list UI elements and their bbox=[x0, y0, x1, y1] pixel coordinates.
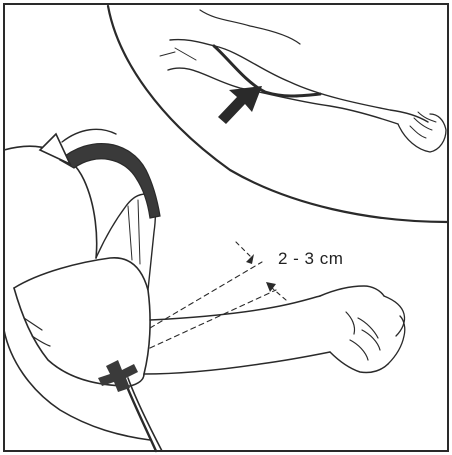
blood-pressure-cuff bbox=[14, 194, 155, 386]
forearm-and-hand bbox=[144, 286, 405, 374]
measurement-label: 2 - 3 cm bbox=[278, 249, 343, 268]
frame-border bbox=[4, 4, 448, 451]
inset-magnified-view bbox=[108, 6, 448, 222]
upper-arm bbox=[4, 146, 150, 440]
arrow-pointing-to-artery-icon bbox=[218, 86, 262, 124]
inset-arm bbox=[160, 10, 446, 152]
measurement-guides bbox=[150, 242, 286, 348]
curved-wrap-arrow-icon bbox=[40, 129, 160, 218]
